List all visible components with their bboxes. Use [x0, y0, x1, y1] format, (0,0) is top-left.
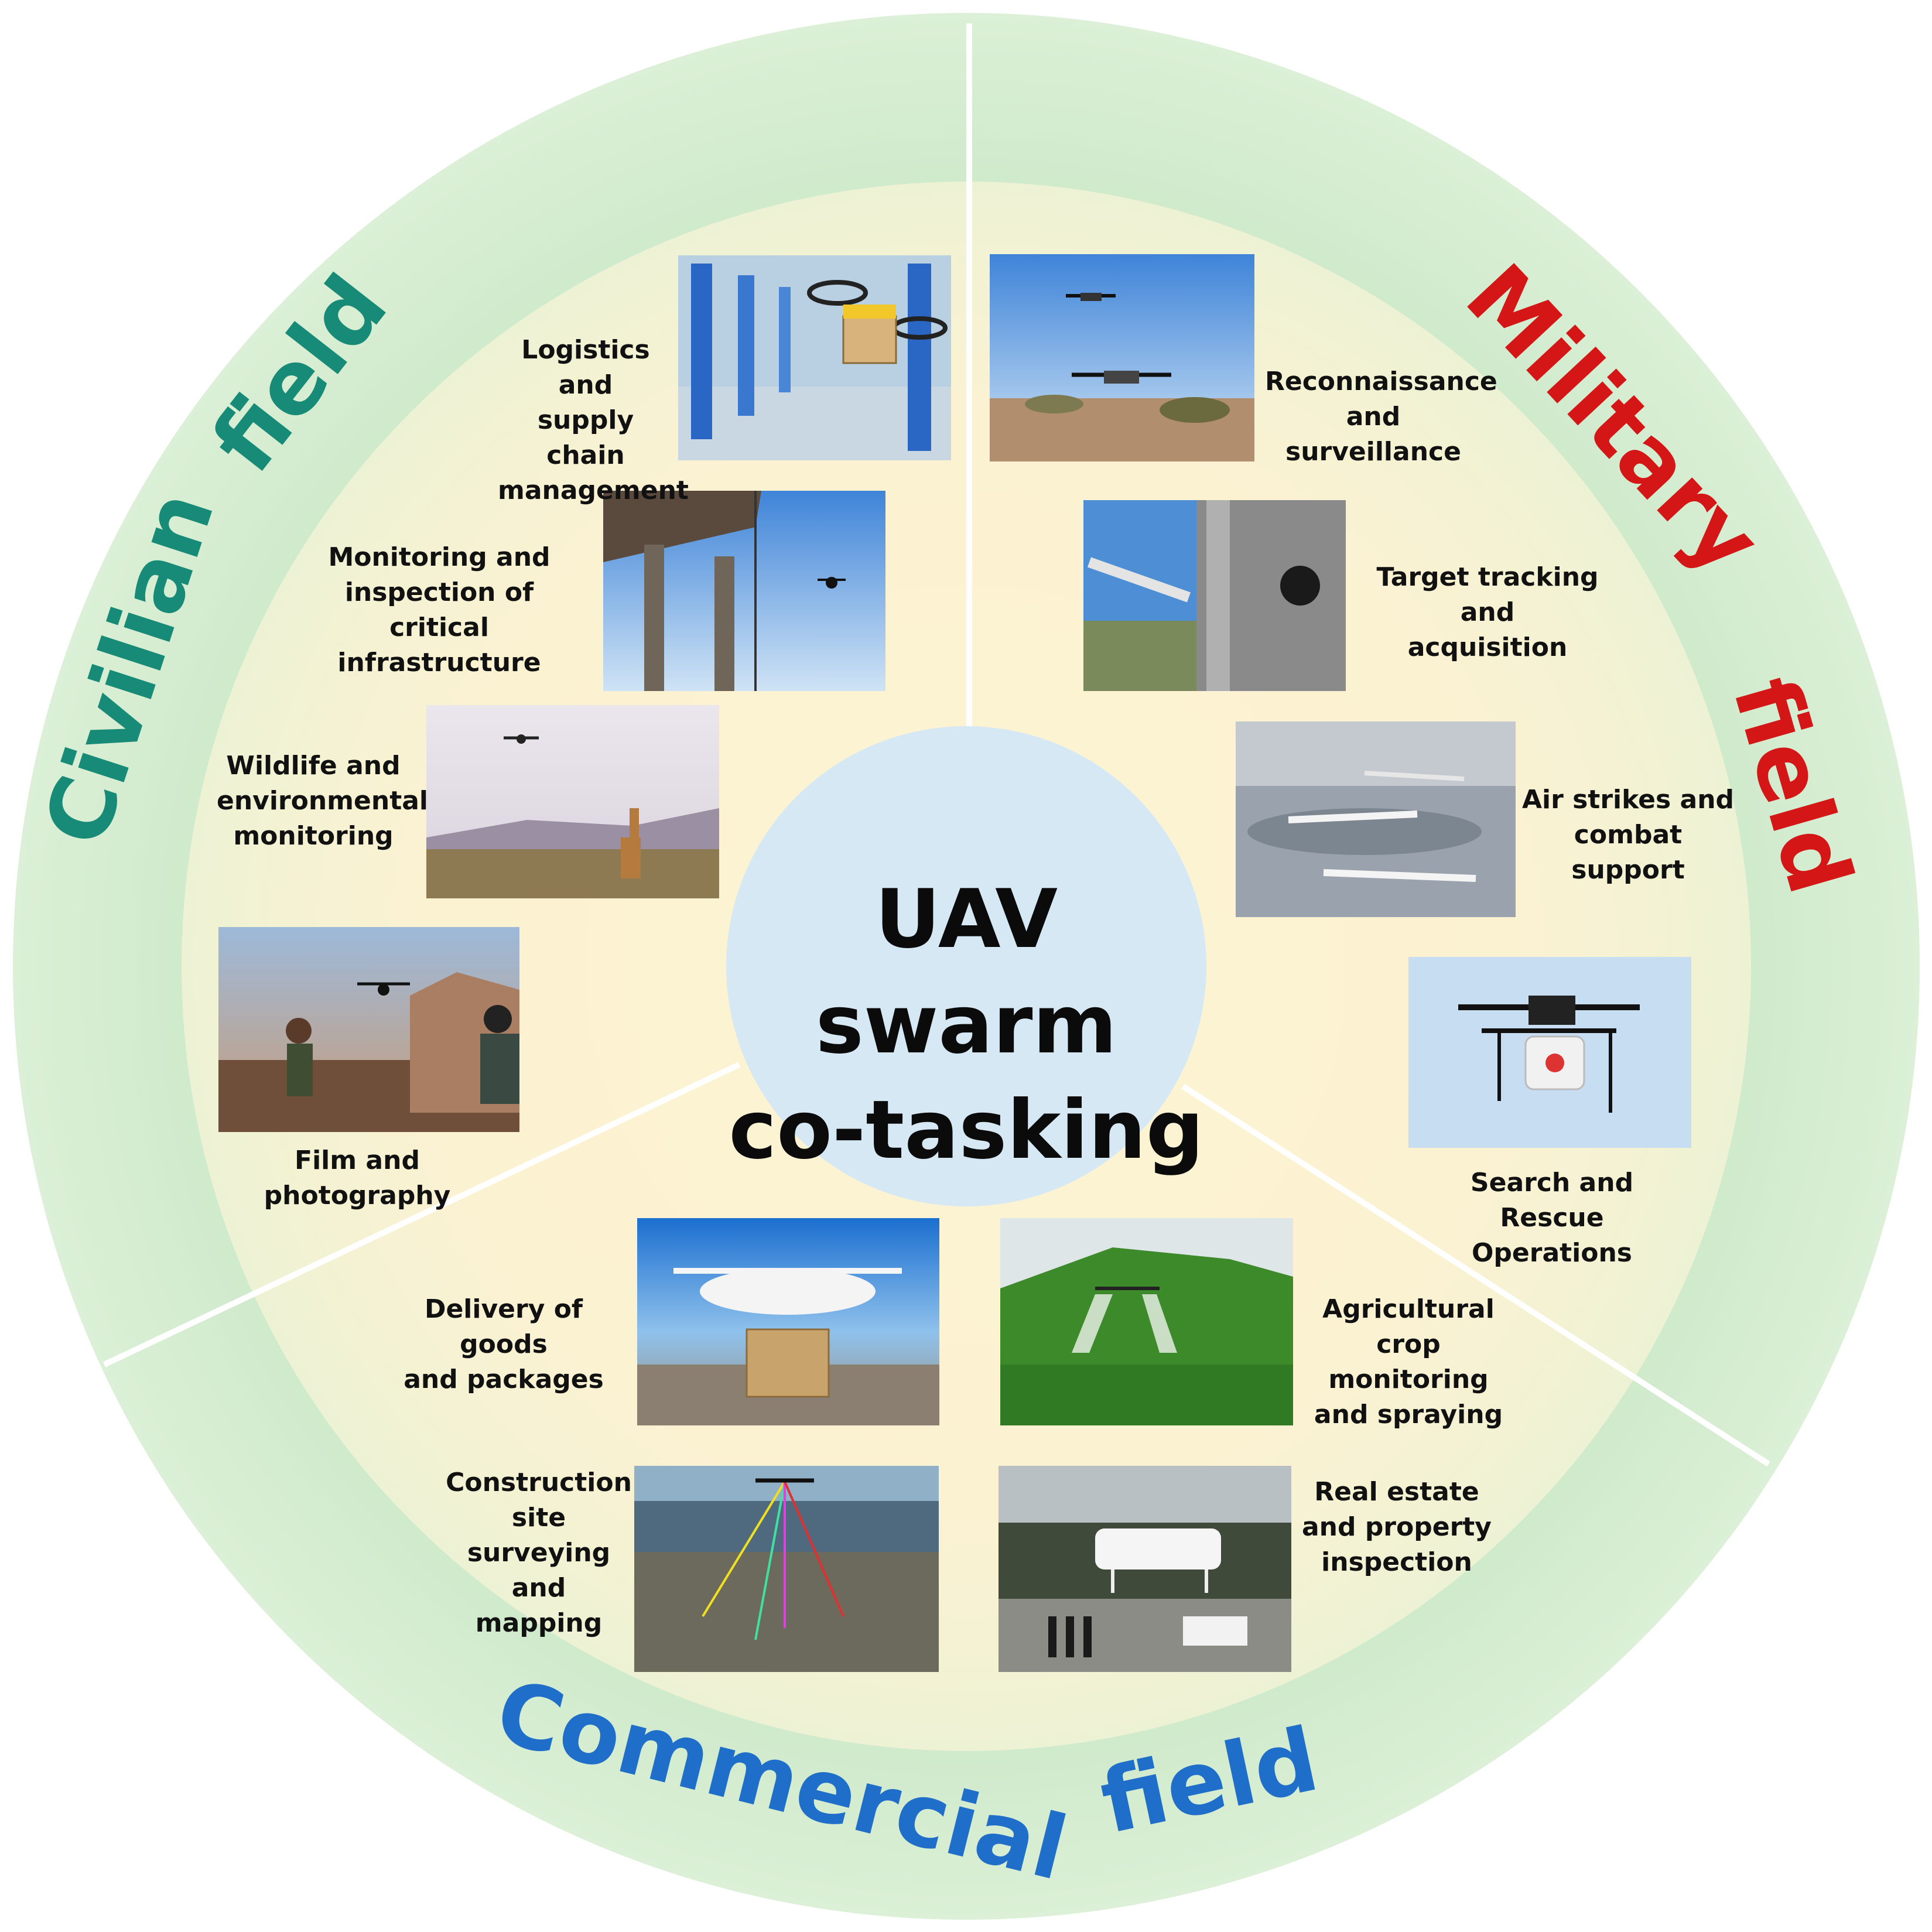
center-circle: [726, 726, 1206, 1206]
photo-rescue: [1408, 957, 1691, 1148]
label-agriculture: Agricultural crop monitoring and sprayin…: [1314, 1294, 1503, 1430]
label-delivery: Delivery of goods and packages: [404, 1294, 604, 1394]
divider-left: [102, 1062, 741, 1367]
label-logistics: Logistics and supply chain management: [498, 335, 689, 505]
photo-airstrikes: [1236, 721, 1516, 917]
label-infrastructure: Monitoring and inspection of critical in…: [328, 542, 550, 678]
photo-reconnaissance: [990, 254, 1254, 461]
photo-construction: [634, 1466, 939, 1672]
label-airstrikes: Air strikes and combat support: [1521, 785, 1735, 885]
label-reconnaissance: Reconnaissance and surveillance: [1265, 367, 1497, 467]
center-title-line1: UAV swarm: [815, 872, 1117, 1072]
photo-delivery: [637, 1218, 939, 1425]
center-title: UAV swarm co-tasking: [726, 867, 1206, 1183]
label-wildlife: Wildlife and environmental monitoring: [217, 751, 429, 851]
photo-infrastructure: [603, 491, 885, 691]
photo-film: [218, 927, 519, 1132]
divider-right: [1181, 1083, 1770, 1467]
label-construction: Construction site surveying and mapping: [446, 1468, 632, 1638]
photo-agriculture: [1000, 1218, 1293, 1425]
center-title-line2: co-tasking: [729, 1083, 1204, 1177]
label-film: Film and photography: [264, 1145, 451, 1211]
photo-logistics: [678, 255, 951, 460]
photo-target: [1083, 500, 1346, 691]
photo-wildlife: [426, 705, 719, 898]
label-target: Target tracking and acquisition: [1376, 562, 1599, 662]
photo-realestate: [999, 1466, 1291, 1672]
label-realestate: Real estate and property inspection: [1301, 1477, 1492, 1577]
label-rescue: Search and Rescue Operations: [1470, 1168, 1634, 1268]
